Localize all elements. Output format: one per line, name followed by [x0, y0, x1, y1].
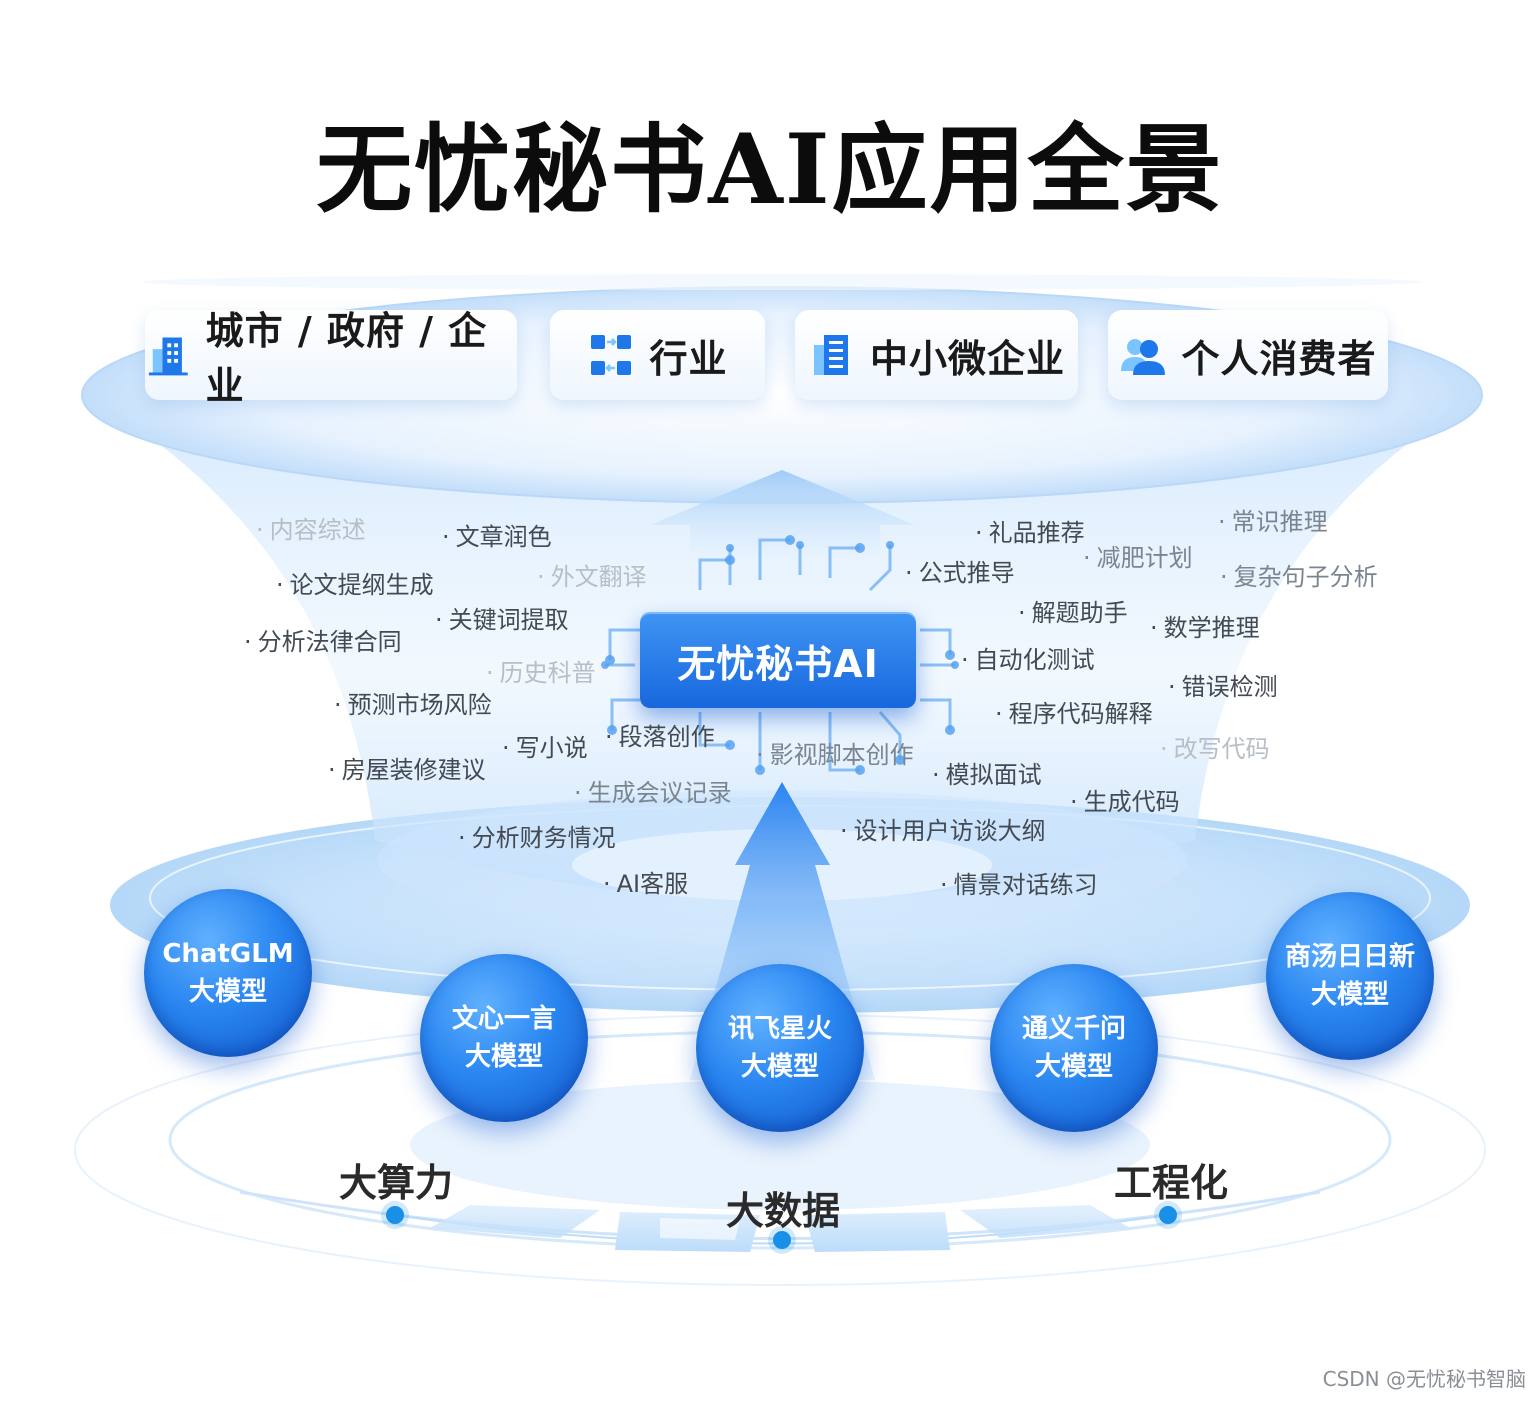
feature-item: ·程序代码解释: [995, 700, 1153, 728]
foundation-compute: 大算力: [339, 1161, 454, 1205]
feature-item: ·内容综述: [256, 516, 366, 544]
audience-label: 行业: [649, 336, 728, 381]
audience-industry: 行业: [550, 310, 765, 400]
watermark: CSDN @无忧秘书智脑: [1322, 1367, 1526, 1391]
foundation-engineering: 工程化: [1114, 1161, 1229, 1205]
feature-item: ·情景对话练习: [940, 871, 1098, 899]
feature-item: ·自动化测试: [961, 646, 1095, 674]
feature-item: ·房屋装修建议: [328, 756, 486, 784]
model-xunfei: 讯飞星火 大模型: [696, 964, 864, 1132]
feature-item: ·生成会议记录: [574, 779, 732, 807]
feature-item: ·复杂句子分析: [1220, 563, 1378, 591]
feature-item: ·写小说: [502, 734, 588, 762]
workflow-icon: [591, 335, 632, 375]
feature-item: ·错误检测: [1168, 673, 1278, 701]
model-chatglm: ChatGLM 大模型: [144, 889, 312, 1057]
office-tower-icon: [813, 335, 848, 375]
feature-item: ·改写代码: [1160, 735, 1270, 763]
feature-item: ·论文提纲生成: [276, 571, 434, 599]
feature-item: ·历史科普: [486, 659, 596, 687]
feature-item: ·减肥计划: [1083, 544, 1193, 572]
users-icon: [1121, 339, 1166, 375]
audience-consumers: 个人消费者: [1108, 310, 1388, 400]
feature-item: ·模拟面试: [932, 761, 1042, 789]
model-wenxin: 文心一言 大模型: [420, 954, 588, 1122]
feature-item: ·影视脚本创作: [756, 741, 914, 769]
feature-item: ·设计用户访谈大纲: [840, 817, 1046, 845]
model-sensetime: 商汤日日新 大模型: [1266, 892, 1434, 1060]
feature-item: ·分析财务情况: [458, 824, 616, 852]
feature-item: ·外文翻译: [537, 563, 647, 591]
core-ai-button: 无忧秘书AI: [640, 612, 916, 708]
audience-label: 城市 / 政府 / 企业: [205, 309, 488, 408]
feature-item: ·文章润色: [442, 523, 552, 551]
foundation-data: 大数据: [726, 1189, 841, 1233]
feature-item: ·礼品推荐: [975, 519, 1085, 547]
audience-smb: 中小微企业: [795, 310, 1078, 400]
feature-item: ·公式推导: [905, 559, 1015, 587]
feature-item: ·数学推理: [1150, 614, 1260, 642]
page-title: 无忧秘书AI应用全景: [316, 113, 1224, 226]
audience-label: 个人消费者: [1181, 336, 1377, 381]
feature-item: ·分析法律合同: [244, 628, 402, 656]
building-icon: [148, 337, 188, 376]
feature-item: ·解题助手: [1018, 599, 1128, 627]
model-tongyi: 通义千问 大模型: [990, 964, 1158, 1132]
feature-item: ·生成代码: [1070, 788, 1180, 816]
feature-item: ·段落创作: [605, 723, 715, 751]
feature-item: ·常识推理: [1218, 508, 1328, 536]
feature-item: ·AI客服: [603, 870, 689, 898]
feature-item: ·关键词提取: [435, 606, 569, 634]
audience-city-gov-enterprise: 城市 / 政府 / 企业: [145, 309, 517, 408]
audience-label: 中小微企业: [869, 336, 1065, 381]
feature-item: ·预测市场风险: [334, 691, 492, 719]
